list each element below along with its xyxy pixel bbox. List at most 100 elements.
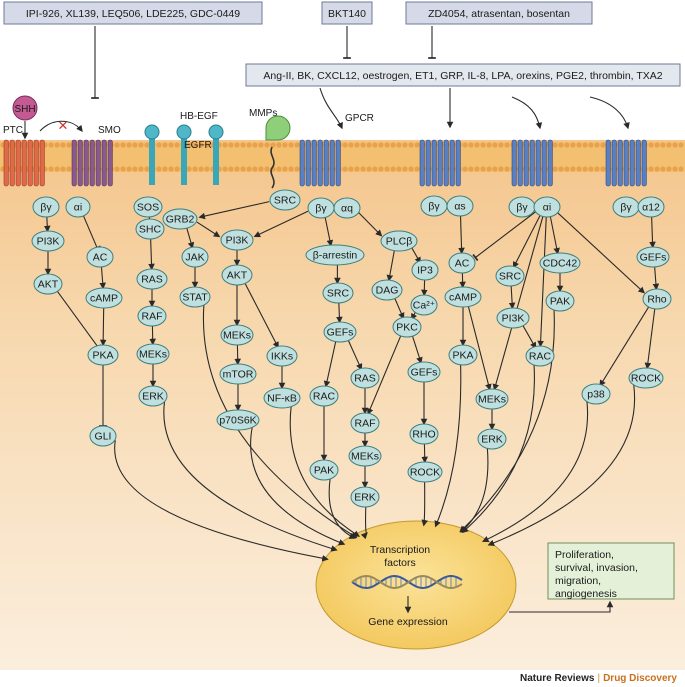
ptc-label: PTC <box>3 125 23 136</box>
gpcr-receptors <box>299 139 647 187</box>
node-gefs1: GEFs <box>323 321 357 343</box>
edge-erk3-N <box>460 447 489 533</box>
edge-ai2-cdc42 <box>549 215 560 255</box>
node-ac1: AC <box>86 246 114 268</box>
node-rock2-label: ROCK <box>631 373 661 385</box>
shh-ligand <box>12 95 38 121</box>
edge-a12-gefs3 <box>649 215 656 249</box>
node-src1: SRC <box>269 189 301 211</box>
edge-nfkb-N <box>289 405 361 537</box>
node-ikks-label: IKKs <box>271 351 293 363</box>
node-bg5: βγ <box>612 196 640 218</box>
node-ai1-label: αi <box>74 202 82 214</box>
node-ikks: IKKs <box>266 345 298 367</box>
node-ac2: AC <box>448 252 476 274</box>
egfr-label: EGFR <box>184 140 212 151</box>
edge-rho2-p38 <box>599 306 650 387</box>
edge-rho2-rock2 <box>644 307 656 370</box>
node-p38-label: p38 <box>587 389 605 401</box>
edge-pak2-N <box>459 309 555 533</box>
node-pi3k1-label: PI3K <box>37 236 60 248</box>
block-cross-icon: ✕ <box>58 119 69 134</box>
edge-bg2-pi3k2 <box>253 210 309 238</box>
node-meks2: MEKs <box>220 324 254 346</box>
edge-pka2-N <box>434 363 462 528</box>
edge-ac1-camp1 <box>99 265 106 290</box>
node-pka2-label: PKA <box>452 350 473 362</box>
bk-antagonist-label: BKT140 <box>328 8 366 20</box>
gpcr-label: GPCR <box>345 113 374 124</box>
node-akt2: AKT <box>221 264 253 286</box>
node-as-label: αs <box>454 201 465 213</box>
node-pak2: PAK <box>545 290 575 312</box>
node-rac2: RAC <box>525 345 555 367</box>
node-raf1-label: RAF <box>142 311 163 323</box>
node-pi3k3-label: PI3K <box>502 313 525 325</box>
node-gli: GLI <box>89 425 117 447</box>
node-erk2: ERK <box>350 486 380 508</box>
node-ip3-label: IP3 <box>417 265 433 277</box>
node-ai2: αi <box>533 196 561 218</box>
edge-camp1-pka1 <box>99 306 107 347</box>
edge-gefs3-rho2 <box>652 265 660 291</box>
node-src3: SRC <box>495 265 525 287</box>
smo-label: SMO <box>98 125 121 136</box>
node-src1-label: SRC <box>274 195 297 207</box>
edge-pak1-N <box>328 478 357 539</box>
node-bg3-label: βγ <box>428 201 440 213</box>
egfr-receptors <box>144 124 224 185</box>
node-rock2: ROCK <box>628 367 664 389</box>
edge-dag-pkc <box>394 297 405 320</box>
edge-ai2-ac2 <box>472 211 536 262</box>
node-a12: α12 <box>637 196 665 218</box>
node-pak1: PAK <box>309 459 339 481</box>
node-src2: SRC <box>322 282 354 304</box>
ligand-arrow-3 <box>511 96 543 130</box>
node-jak-label: JAK <box>185 252 204 264</box>
node-ac2-label: AC <box>455 258 470 270</box>
node-ac1-label: AC <box>93 252 108 264</box>
edge-pkc-raf2 <box>367 334 402 416</box>
outcome-text: Proliferation,survival, invasion,migrati… <box>555 549 638 600</box>
node-rock1: ROCK <box>407 461 443 483</box>
node-pak2-label: PAK <box>550 296 570 308</box>
node-meks4-label: MEKs <box>478 394 506 406</box>
node-raf2: RAF <box>350 412 380 434</box>
edge-gli-N <box>114 440 329 562</box>
edge-plcb-ip3 <box>411 247 421 264</box>
edge-erk1-N <box>163 401 338 552</box>
node-stat-label: STAT <box>182 292 208 304</box>
edge-rock1-N <box>421 480 428 527</box>
node-dag-label: DAG <box>376 285 399 297</box>
edge-ai2-meks4 <box>492 215 544 391</box>
edge-ai2-rho2 <box>557 212 645 294</box>
node-pkc-label: PKC <box>396 322 418 334</box>
node-rac1: RAC <box>309 385 339 407</box>
ptc-receptor <box>3 139 45 187</box>
edge-akt1-pka1 <box>56 290 102 351</box>
journal-section: Drug Discovery <box>603 673 677 684</box>
edge-ai2-src3 <box>512 214 541 269</box>
node-p38: p38 <box>581 383 611 405</box>
node-rho1: RHO <box>409 423 439 445</box>
node-rock1-label: ROCK <box>410 467 440 479</box>
cell-membrane <box>0 142 685 172</box>
node-erk1: ERK <box>138 385 168 407</box>
edge-src3-pi3k3 <box>508 284 516 310</box>
node-pka1: PKA <box>87 344 119 366</box>
outcome-box: Proliferation,survival, invasion,migrati… <box>547 542 675 600</box>
node-cdc42-label: CDC42 <box>543 258 578 270</box>
node-pka1-label: PKA <box>92 350 113 362</box>
node-sos-label: SOS <box>137 202 159 214</box>
node-pak1-label: PAK <box>314 465 334 477</box>
node-camp1: cAMP <box>85 287 123 309</box>
node-jak: JAK <box>181 246 209 268</box>
node-meks4: MEKs <box>475 388 509 410</box>
node-pi3k2-label: PI3K <box>226 235 249 247</box>
dna-helix-icon <box>351 574 463 590</box>
edge-pkc-gefs2 <box>411 335 423 364</box>
node-akt1-label: AKT <box>38 279 59 291</box>
ligand-arrow-1 <box>319 87 343 130</box>
node-ras2: RAS <box>350 367 380 389</box>
node-nfkb-label: NF-κB <box>267 393 297 405</box>
